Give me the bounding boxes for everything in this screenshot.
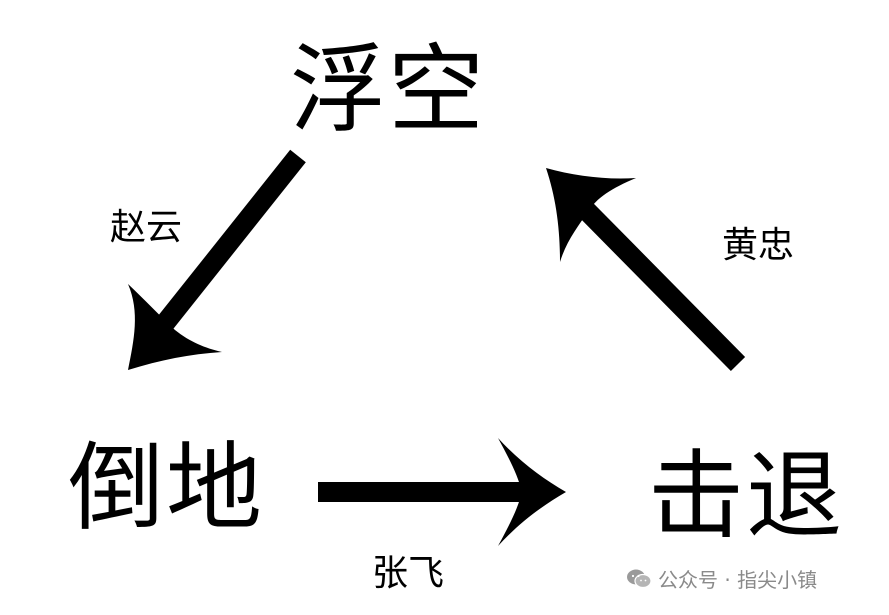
watermark: 公众号 · 指尖小镇 xyxy=(626,564,817,593)
arrow-top-to-left xyxy=(128,149,306,370)
node-knockback: 击退 xyxy=(648,440,844,552)
arrow-right-to-top xyxy=(546,168,746,372)
edge-label-right-to-top: 黄忠 xyxy=(722,225,795,266)
watermark-text: 公众号 · 指尖小镇 xyxy=(658,568,818,592)
edge-label-left-to-right: 张飞 xyxy=(372,553,445,594)
edge-label-top-to-left: 赵云 xyxy=(110,207,183,248)
wechat-icon xyxy=(627,569,652,588)
node-knockdown: 倒地 xyxy=(68,432,264,544)
node-floating: 浮空 xyxy=(290,34,486,146)
arrow-left-to-right xyxy=(318,438,566,546)
